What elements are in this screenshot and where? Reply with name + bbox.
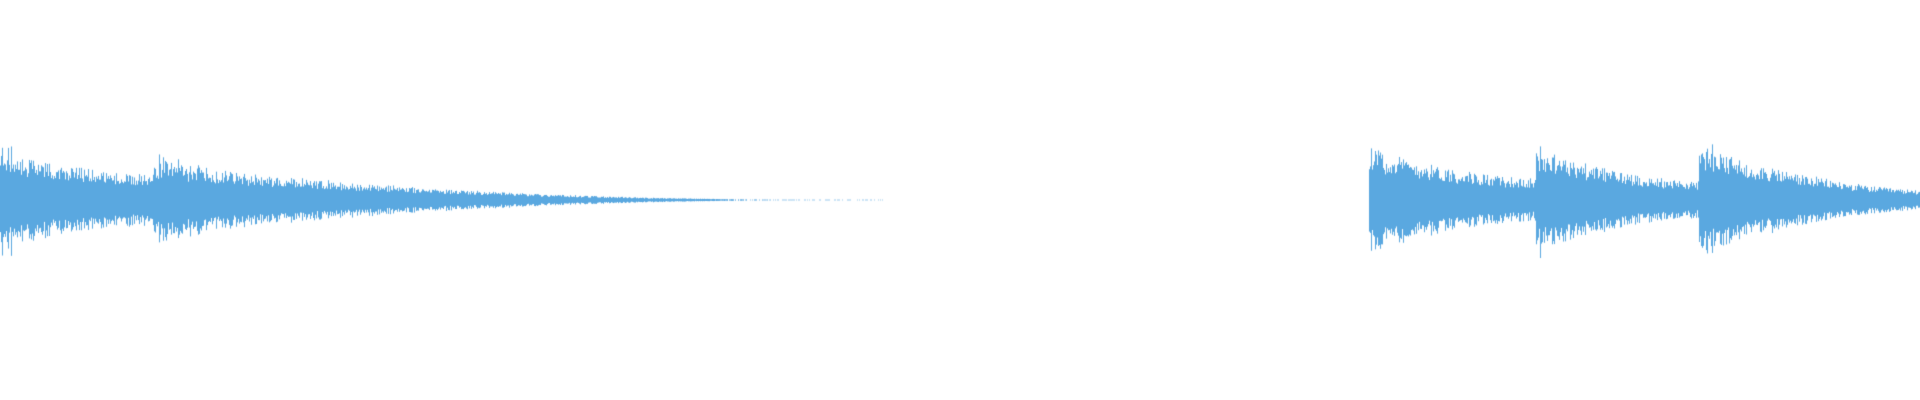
waveform-view[interactable] [0,0,1920,400]
audio-waveform[interactable] [0,0,1920,400]
